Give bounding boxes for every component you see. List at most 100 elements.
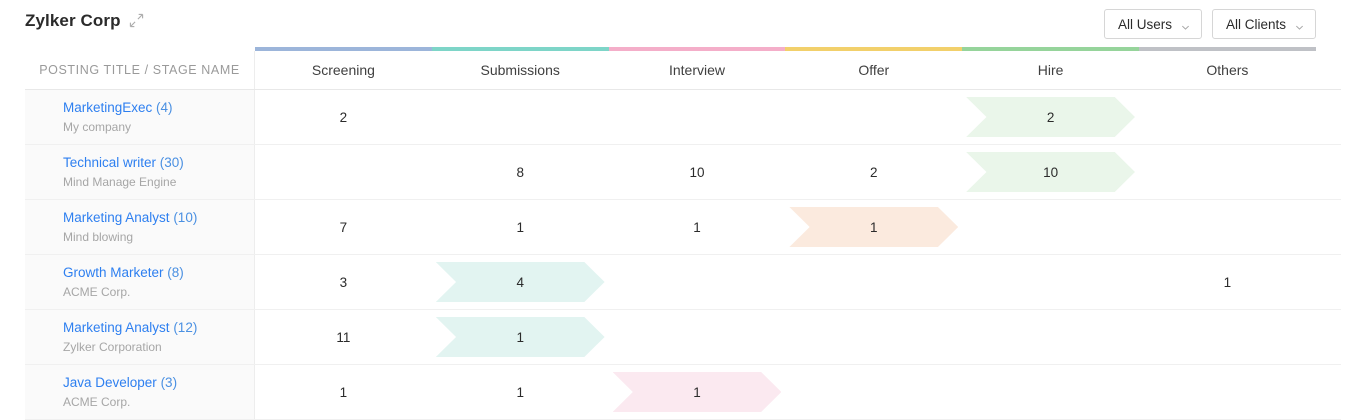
column-header-interview[interactable]: Interview — [668, 62, 725, 78]
stage-cell-hire[interactable] — [962, 310, 1139, 364]
stage-cell-screening[interactable]: 3 — [255, 255, 432, 309]
stage-strip-segment-offer — [785, 47, 963, 51]
stage-cell-offer[interactable] — [785, 365, 962, 419]
stage-cell-interview[interactable] — [609, 255, 786, 309]
column-header-posting-title: POSTING TITLE / STAGE NAME — [25, 51, 255, 89]
stage-cell-value: 2 — [1046, 109, 1055, 125]
stage-cell-value: 1 — [516, 384, 524, 400]
posting-company: ACME Corp. — [63, 285, 131, 299]
posting-count: (4) — [156, 100, 173, 115]
stage-cell-submissions[interactable]: 1 — [432, 365, 609, 419]
stage-cell-value: 11 — [336, 329, 351, 345]
title-group: Zylker Corp — [25, 11, 144, 30]
stage-cell-screening[interactable]: 7 — [255, 200, 432, 254]
column-header-offer[interactable]: Offer — [858, 62, 890, 78]
stage-cell-screening[interactable]: 2 — [255, 90, 432, 144]
stage-strip-segment-interview — [608, 47, 786, 51]
stage-cell-interview[interactable]: 1 — [609, 200, 786, 254]
posting-count: (30) — [159, 155, 184, 170]
table-row: Growth Marketer (8) ACME Corp. 3 4 1 — [25, 255, 1341, 310]
posting-cell: Java Developer (3) ACME Corp. — [25, 365, 255, 419]
posting-company: Zylker Corporation — [63, 340, 162, 354]
stage-cell-screening[interactable]: 1 — [255, 365, 432, 419]
posting-company: ACME Corp. — [63, 395, 131, 409]
stage-cell-submissions[interactable]: 8 — [432, 145, 609, 199]
stage-cell-hire[interactable] — [962, 365, 1139, 419]
table-row: Java Developer (3) ACME Corp. 1 1 1 — [25, 365, 1341, 420]
stage-cell-submissions[interactable]: 4 — [432, 255, 609, 309]
stage-cell-others[interactable] — [1139, 200, 1316, 254]
column-header-screening[interactable]: Screening — [311, 62, 375, 78]
stage-cell-hire[interactable]: 10 — [962, 145, 1139, 199]
stage-cell-others[interactable] — [1139, 310, 1316, 364]
stage-cell-hire[interactable] — [962, 255, 1139, 309]
stage-cell-submissions[interactable]: 1 — [432, 310, 609, 364]
posting-title-link[interactable]: Java Developer (3) — [63, 375, 178, 390]
table-header-row: POSTING TITLE / STAGE NAME Screening Sub… — [25, 51, 1341, 90]
stage-cell-submissions[interactable]: 1 — [432, 200, 609, 254]
stage-cell-interview[interactable] — [609, 90, 786, 144]
stage-cell-interview[interactable]: 10 — [609, 145, 786, 199]
table-row: MarketingExec (4) My company 2 2 — [25, 90, 1341, 145]
stage-cell-offer[interactable]: 1 — [785, 200, 962, 254]
posting-title-link[interactable]: Growth Marketer (8) — [63, 265, 184, 280]
stage-cell-offer[interactable] — [785, 255, 962, 309]
column-header-submissions[interactable]: Submissions — [480, 62, 560, 78]
posting-company: My company — [63, 120, 132, 134]
stage-cell-screening[interactable]: 11 — [255, 310, 432, 364]
stage-cell-interview[interactable]: 1 — [609, 365, 786, 419]
stage-cell-value: 1 — [1223, 274, 1232, 290]
posting-count: (12) — [173, 320, 198, 335]
stage-cell-hire[interactable] — [962, 200, 1139, 254]
column-header-others[interactable]: Others — [1206, 62, 1249, 78]
stage-chevron-highlight — [435, 262, 605, 302]
stage-cell-others[interactable] — [1139, 145, 1316, 199]
stage-chevron-highlight — [612, 372, 782, 412]
stage-cell-value: 2 — [870, 164, 878, 180]
stage-chevron-highlight — [789, 207, 959, 247]
posting-count: (10) — [173, 210, 198, 225]
all-clients-dropdown[interactable]: All Clients — [1211, 9, 1316, 39]
stage-chevron-highlight — [966, 97, 1135, 137]
filter-group: All Users All Clients — [1103, 9, 1316, 39]
stage-cell-value: 1 — [870, 219, 878, 235]
posting-cell: Marketing Analyst (10)Mind blowing — [25, 200, 255, 254]
stage-cell-screening[interactable] — [255, 145, 432, 199]
posting-title-link[interactable]: MarketingExec (4) — [63, 100, 173, 115]
all-clients-label: All Clients — [1225, 16, 1286, 32]
stage-color-strip — [255, 47, 1316, 51]
stage-cell-value: 3 — [339, 274, 348, 290]
stage-chevron-highlight — [966, 152, 1135, 192]
stage-cell-value: 8 — [516, 164, 524, 180]
stage-strip-segment-others — [1138, 47, 1316, 51]
stage-cell-offer[interactable] — [785, 90, 962, 144]
posting-cell: MarketingExec (4) My company — [25, 90, 255, 144]
stage-chevron-highlight — [435, 317, 605, 357]
stage-cell-offer[interactable]: 2 — [785, 145, 962, 199]
stage-cell-submissions[interactable] — [432, 90, 609, 144]
stage-cell-hire[interactable]: 2 — [962, 90, 1139, 144]
posting-company: Mind Manage Engine — [63, 175, 177, 189]
stage-cell-value: 1 — [693, 219, 701, 235]
stage-cell-others[interactable] — [1139, 365, 1316, 419]
posting-cell: Growth Marketer (8) ACME Corp. — [25, 255, 255, 309]
posting-title-link[interactable]: Marketing Analyst (10) — [63, 210, 198, 225]
posting-title-link[interactable]: Technical writer (30) — [63, 155, 184, 170]
posting-title-link[interactable]: Marketing Analyst (12) — [63, 320, 198, 335]
stage-cell-interview[interactable] — [609, 310, 786, 364]
table-row: Technical writer (30) Mind Manage Engine 8… — [25, 145, 1341, 200]
stage-cell-value: 10 — [689, 164, 705, 180]
column-header-hire[interactable]: Hire — [1037, 62, 1064, 78]
stage-cell-offer[interactable] — [785, 310, 962, 364]
stage-strip-segment-submissions — [431, 47, 609, 51]
all-users-dropdown[interactable]: All Users — [1103, 9, 1202, 39]
stage-cell-others[interactable] — [1139, 90, 1316, 144]
expand-arrows-icon[interactable] — [129, 13, 144, 28]
posting-count: (8) — [167, 265, 184, 280]
stage-cell-value: 1 — [516, 329, 524, 345]
stage-strip-segment-hire — [962, 47, 1139, 51]
stage-cell-others[interactable]: 1 — [1139, 255, 1316, 309]
stage-cell-value: 1 — [516, 219, 524, 235]
